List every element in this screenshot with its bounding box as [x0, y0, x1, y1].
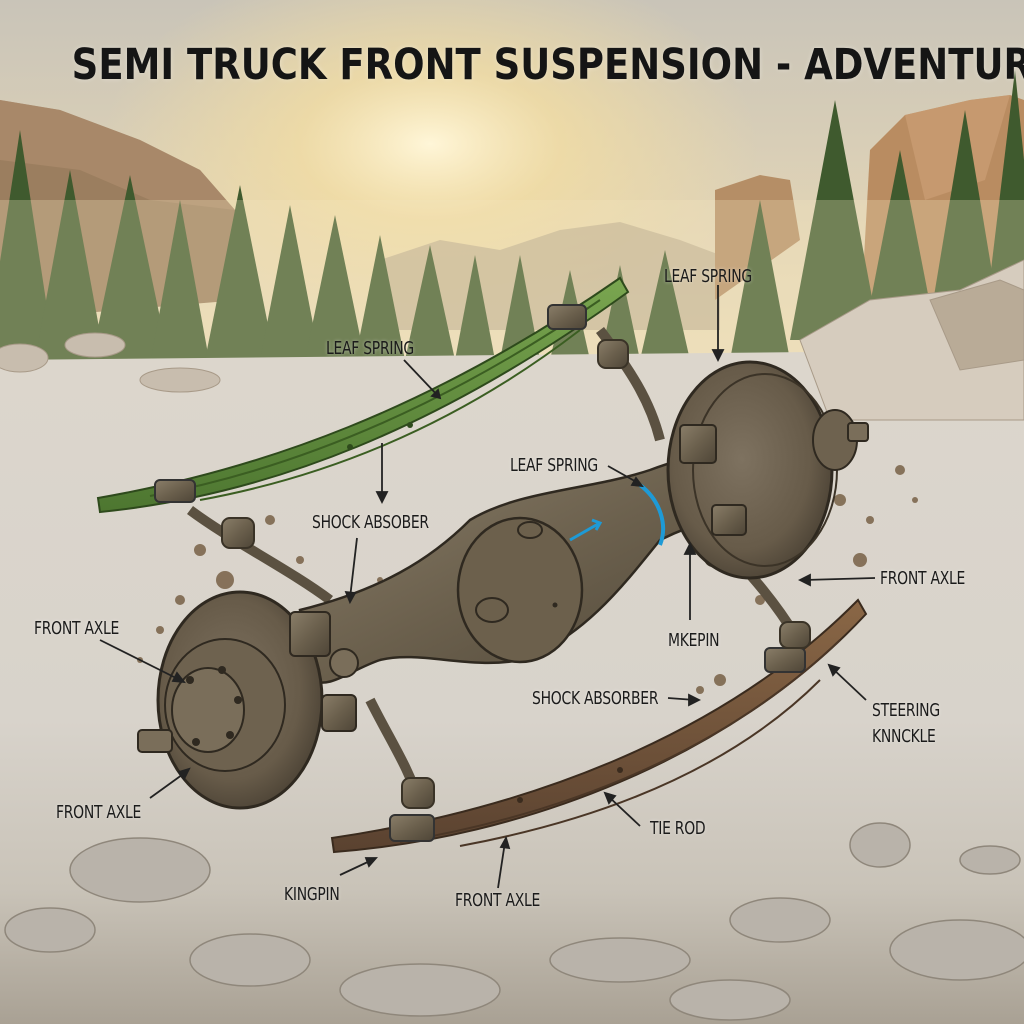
distant-mountains: [380, 222, 720, 330]
label-steering-knuckle-line2: KNNCKLE: [872, 726, 936, 747]
label-leaf-spring-left: LEAF SPRING: [326, 338, 414, 359]
leaf-spring-green: [96, 276, 630, 514]
label-shock-absorber-bottom: SHOCK ABSORBER: [532, 688, 659, 709]
label-front-axle-left: FRONT AXLE: [34, 618, 120, 639]
foreground-rocks: [4, 822, 1024, 1021]
right-wheel-hub: [666, 360, 869, 580]
label-shock-absorber-top: SHOCK ABSOBER: [312, 512, 429, 533]
blue-highlight: [569, 483, 666, 546]
tree-line: [0, 70, 1024, 365]
leader-lines: [99, 285, 876, 889]
label-tie-rod: TIE ROD: [650, 818, 706, 839]
background-rocks: [0, 259, 1024, 421]
label-leaf-spring-center: LEAF SPRING: [510, 455, 598, 476]
leaf-spring-brown: [330, 598, 868, 854]
label-front-axle-bottom-left: FRONT AXLE: [56, 802, 142, 823]
left-wheel-hub: [137, 590, 359, 810]
label-steering-knuckle-line1: STEERING: [872, 700, 940, 721]
label-kingpin: KINGPIN: [284, 884, 340, 905]
label-mkpin: MKEPIN: [668, 630, 720, 651]
label-leaf-spring-top-right: LEAF SPRING: [664, 266, 752, 287]
label-front-axle-bottom: FRONT AXLE: [455, 890, 541, 911]
axle-housing: [298, 451, 772, 684]
label-front-axle-right: FRONT AXLE: [880, 568, 966, 589]
diagram-title: SEMI TRUCK FRONT SUSPENSION - ADVENTURE …: [71, 40, 1024, 90]
ground: [0, 350, 1024, 1024]
